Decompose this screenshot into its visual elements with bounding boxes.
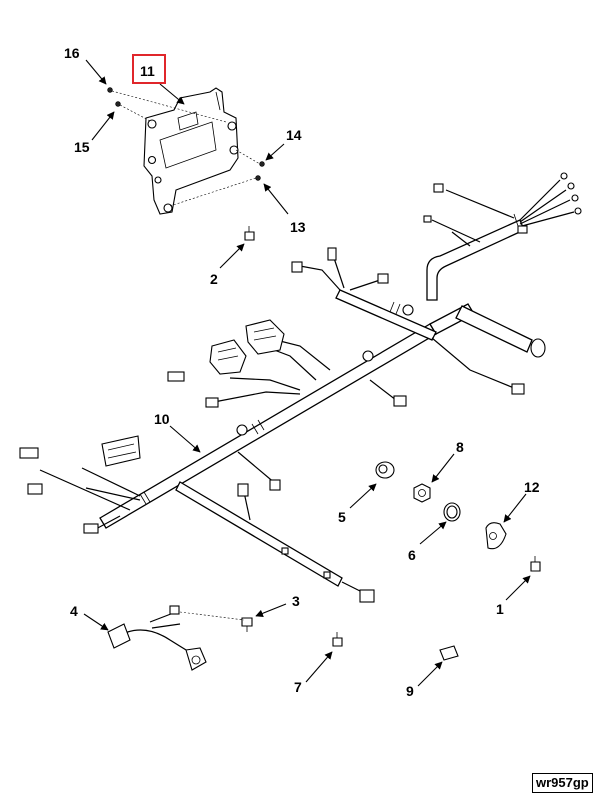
leader-lines (83, 59, 531, 687)
fastener-15[interactable] (115, 101, 121, 107)
sub-harness-4[interactable] (107, 605, 207, 671)
callout-16: 16 (64, 45, 80, 61)
fastener-16[interactable] (107, 87, 113, 93)
callout-15: 15 (74, 139, 90, 155)
fastener-13[interactable] (255, 175, 261, 181)
callout-1: 1 (496, 601, 504, 617)
callout-11-highlight (132, 54, 166, 84)
wiring-harness[interactable] (19, 172, 582, 603)
figure-code: wr957gp (532, 773, 593, 793)
callout-10: 10 (154, 411, 170, 427)
screw-1[interactable] (530, 556, 541, 572)
callout-12: 12 (524, 479, 540, 495)
mounting-bracket[interactable] (143, 87, 239, 215)
fastener-14[interactable] (259, 161, 265, 167)
callout-11[interactable]: 11 (140, 63, 155, 79)
callout-3: 3 (292, 593, 300, 609)
callout-6: 6 (408, 547, 416, 563)
screw-7[interactable] (332, 632, 343, 647)
callout-9: 9 (406, 683, 414, 699)
o-ring-6[interactable] (443, 502, 461, 522)
callout-8: 8 (456, 439, 464, 455)
callout-2: 2 (210, 271, 218, 287)
nut-8[interactable] (413, 483, 431, 503)
screw-3[interactable] (241, 617, 253, 632)
callout-4: 4 (70, 603, 78, 619)
screw-2[interactable] (244, 226, 255, 241)
callout-13: 13 (290, 219, 306, 235)
clip-9[interactable] (439, 645, 459, 661)
callout-7: 7 (294, 679, 302, 695)
grommet-5[interactable] (375, 461, 395, 479)
bracket-12[interactable] (485, 522, 507, 550)
callout-5: 5 (338, 509, 346, 525)
callout-14: 14 (286, 127, 302, 143)
